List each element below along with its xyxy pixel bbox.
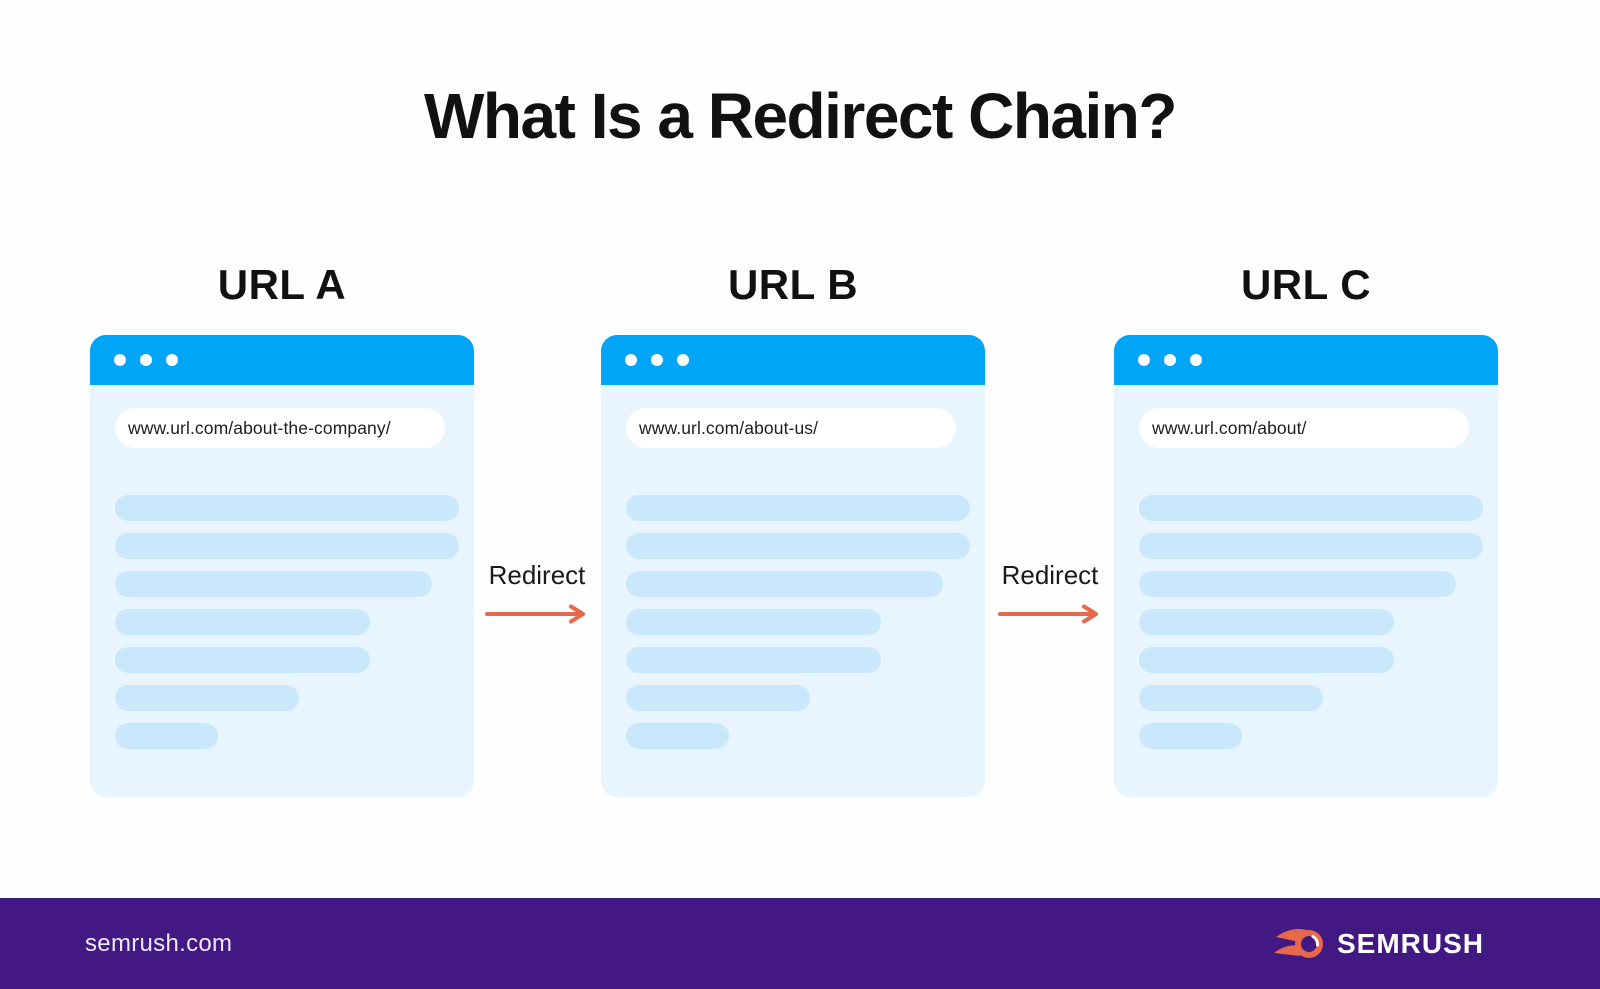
window-dot-icon	[625, 354, 637, 366]
browser-titlebar	[601, 335, 985, 385]
redirect-indicator-1: Redirect	[484, 560, 590, 624]
window-dot-icon	[140, 354, 152, 366]
window-dot-icon	[677, 354, 689, 366]
redirect-label: Redirect	[488, 560, 586, 590]
skeleton-line	[115, 571, 432, 597]
skeleton-line	[115, 609, 370, 635]
skeleton-line	[1139, 495, 1483, 521]
browser-body: www.url.com/about-us/	[601, 385, 985, 749]
skeleton-line	[626, 647, 881, 673]
right-arrow-icon	[485, 604, 585, 624]
window-dot-icon	[114, 354, 126, 366]
url-b-label: URL B	[727, 261, 859, 308]
redirect-label: Redirect	[1001, 560, 1099, 590]
window-dot-icon	[1164, 354, 1176, 366]
skeleton-line	[626, 571, 943, 597]
skeleton-line	[1139, 723, 1242, 749]
skeleton-line	[626, 723, 729, 749]
url-bar: www.url.com/about/	[1139, 408, 1469, 448]
browser-titlebar	[1114, 335, 1498, 385]
url-text: www.url.com/about-the-company/	[128, 417, 391, 438]
browser-body: www.url.com/about/	[1114, 385, 1498, 749]
url-text: www.url.com/about/	[1152, 417, 1307, 438]
footer-site-text: semrush.com	[85, 929, 233, 957]
browser-window-b: www.url.com/about-us/	[601, 335, 985, 797]
window-dot-icon	[1138, 354, 1150, 366]
window-dot-icon	[166, 354, 178, 366]
browser-window-c: www.url.com/about/	[1114, 335, 1498, 797]
url-text: www.url.com/about-us/	[639, 417, 819, 438]
window-dot-icon	[651, 354, 663, 366]
skeleton-line	[1139, 609, 1394, 635]
browser-window-a: www.url.com/about-the-company/	[90, 335, 474, 797]
skeleton-line	[1139, 533, 1483, 559]
brand-wordmark: SEMRUSH	[1336, 927, 1484, 959]
window-dot-icon	[1190, 354, 1202, 366]
url-column-c: URL C www.url.com/about/	[1114, 262, 1498, 797]
url-bar: www.url.com/about-the-company/	[115, 408, 445, 448]
url-a-label: URL A	[217, 261, 347, 308]
skeleton-line	[626, 533, 970, 559]
skeleton-line	[1139, 571, 1456, 597]
redirect-indicator-2: Redirect	[997, 560, 1103, 624]
skeleton-line	[626, 685, 810, 711]
right-arrow-icon	[998, 604, 1098, 624]
skeleton-line	[115, 685, 299, 711]
skeleton-line	[115, 495, 459, 521]
skeleton-line	[626, 609, 881, 635]
page-title: What Is a Redirect Chain?	[424, 80, 1177, 152]
skeleton-line	[115, 647, 370, 673]
browser-titlebar	[90, 335, 474, 385]
url-column-b: URL B www.url.com/about-us/	[601, 262, 985, 797]
skeleton-line	[1139, 647, 1394, 673]
semrush-logo: SEMRUSH	[1273, 922, 1484, 966]
skeleton-line	[1139, 685, 1323, 711]
url-c-label: URL C	[1240, 261, 1372, 308]
semrush-flame-icon	[1273, 928, 1323, 958]
skeleton-line	[626, 495, 970, 521]
url-bar: www.url.com/about-us/	[626, 408, 956, 448]
skeleton-line	[115, 533, 459, 559]
browser-body: www.url.com/about-the-company/	[90, 385, 474, 749]
url-column-a: URL A www.url.com/about-the-company/	[90, 262, 474, 797]
footer: semrush.com SEMRUSH	[0, 898, 1600, 989]
skeleton-line	[115, 723, 218, 749]
